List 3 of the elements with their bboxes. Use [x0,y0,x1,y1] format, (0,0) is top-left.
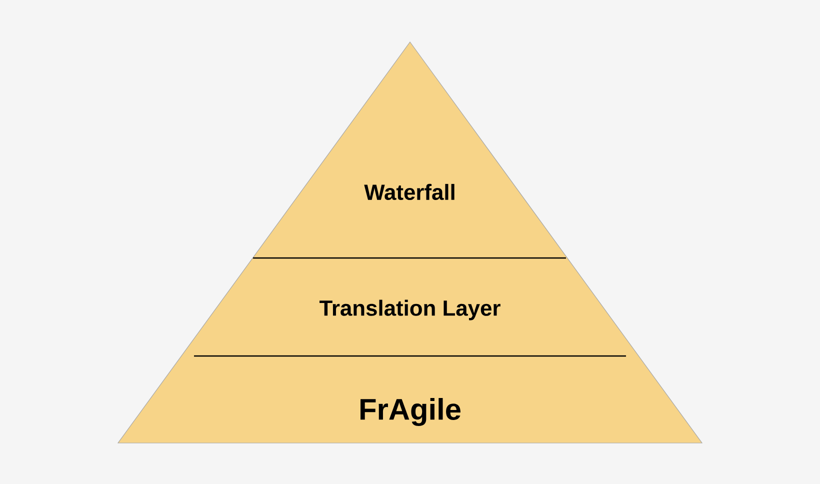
pyramid-band: Translation Layer [181,258,639,356]
pyramid-band: FrAgile [118,356,702,443]
pyramid-band: Waterfall [252,42,568,258]
